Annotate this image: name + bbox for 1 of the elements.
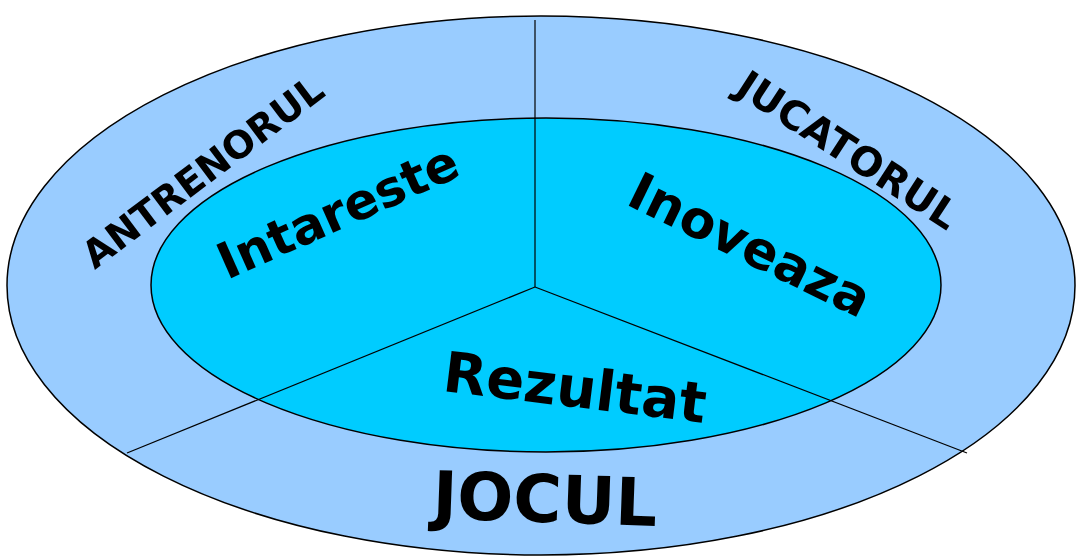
sector-label: Rezultat [440, 344, 710, 432]
